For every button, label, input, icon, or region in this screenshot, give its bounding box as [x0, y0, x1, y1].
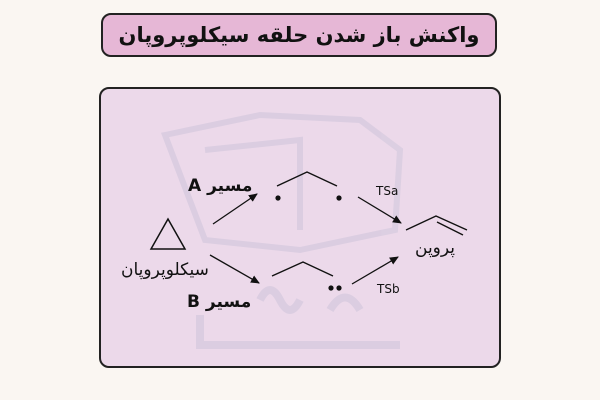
diradical-b-skeleton [271, 261, 334, 277]
arrow-ts-a [357, 196, 402, 224]
page-title: واکنش باز شدن حلقه سیکلوپروپان [118, 23, 480, 47]
ts-b-label: TSb [377, 282, 400, 296]
radical-dot-b-2 [336, 285, 342, 291]
propene-skeleton [405, 215, 468, 231]
arrow-path-b [209, 254, 260, 284]
product-label: پروپن [415, 238, 455, 258]
radical-dot-a-left [275, 195, 281, 201]
watermark-logo [160, 111, 404, 349]
diradical-a-skeleton [276, 171, 338, 187]
path-b-label: مسیر B [187, 292, 252, 312]
cyclopropane-triangle [149, 217, 187, 250]
arrow-path-a [212, 193, 258, 225]
arrow-ts-b [351, 256, 399, 285]
title-banner: واکنش باز شدن حلقه سیکلوپروپان [101, 13, 497, 57]
radical-dot-a-right [336, 195, 342, 201]
ts-a-label: TSa [376, 184, 399, 198]
path-a-label: مسیر A [188, 176, 253, 196]
reactant-label: سیکلوپروپان [121, 260, 209, 280]
propene-double-bond [436, 221, 464, 236]
radical-dot-b-1 [328, 285, 334, 291]
